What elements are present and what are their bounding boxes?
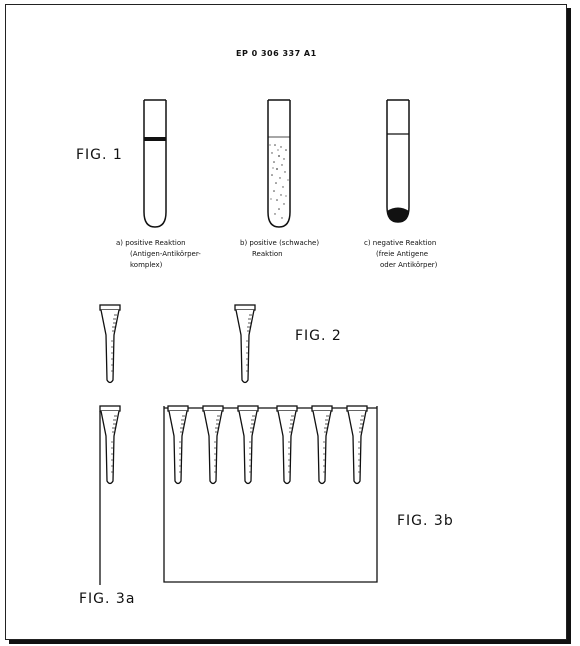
caption-c-line-3: oder Antikörper): [380, 261, 438, 269]
caption-c: c) negative Reaktion (freie Antigene ode…: [364, 238, 437, 271]
fig3a-tip: [99, 405, 121, 585]
caption-a-line-3: komplex): [130, 261, 163, 269]
caption-b-line-2: Reaktion: [252, 250, 283, 258]
tube-b: [267, 99, 291, 228]
caption-c-line-1: c) negative Reaktion: [364, 239, 437, 247]
fig-3a-label: FIG. 3a: [79, 591, 136, 607]
caption-b: b) positive (schwache) Reaktion: [240, 238, 319, 260]
patent-number: EP 0 306 337 A1: [236, 49, 317, 58]
caption-a: a) positive Reaktion (Antigen-Antikörper…: [116, 238, 201, 271]
tube-c: [386, 99, 410, 223]
fig-1-label: FIG. 1: [76, 147, 123, 163]
caption-a-line-1: a) positive Reaktion: [116, 239, 186, 247]
fig3b-tray: [163, 405, 378, 583]
fig-3b-label: FIG. 3b: [397, 513, 454, 529]
fig2-tip-left: [99, 304, 121, 384]
tube-a: [143, 99, 167, 228]
caption-c-line-2: (freie Antigene: [376, 250, 429, 258]
fig-2-label: FIG. 2: [295, 328, 342, 344]
fig2-tip-right: [234, 304, 256, 384]
caption-a-line-2: (Antigen-Antikörper-: [130, 250, 201, 258]
caption-b-line-1: b) positive (schwache): [240, 239, 320, 247]
